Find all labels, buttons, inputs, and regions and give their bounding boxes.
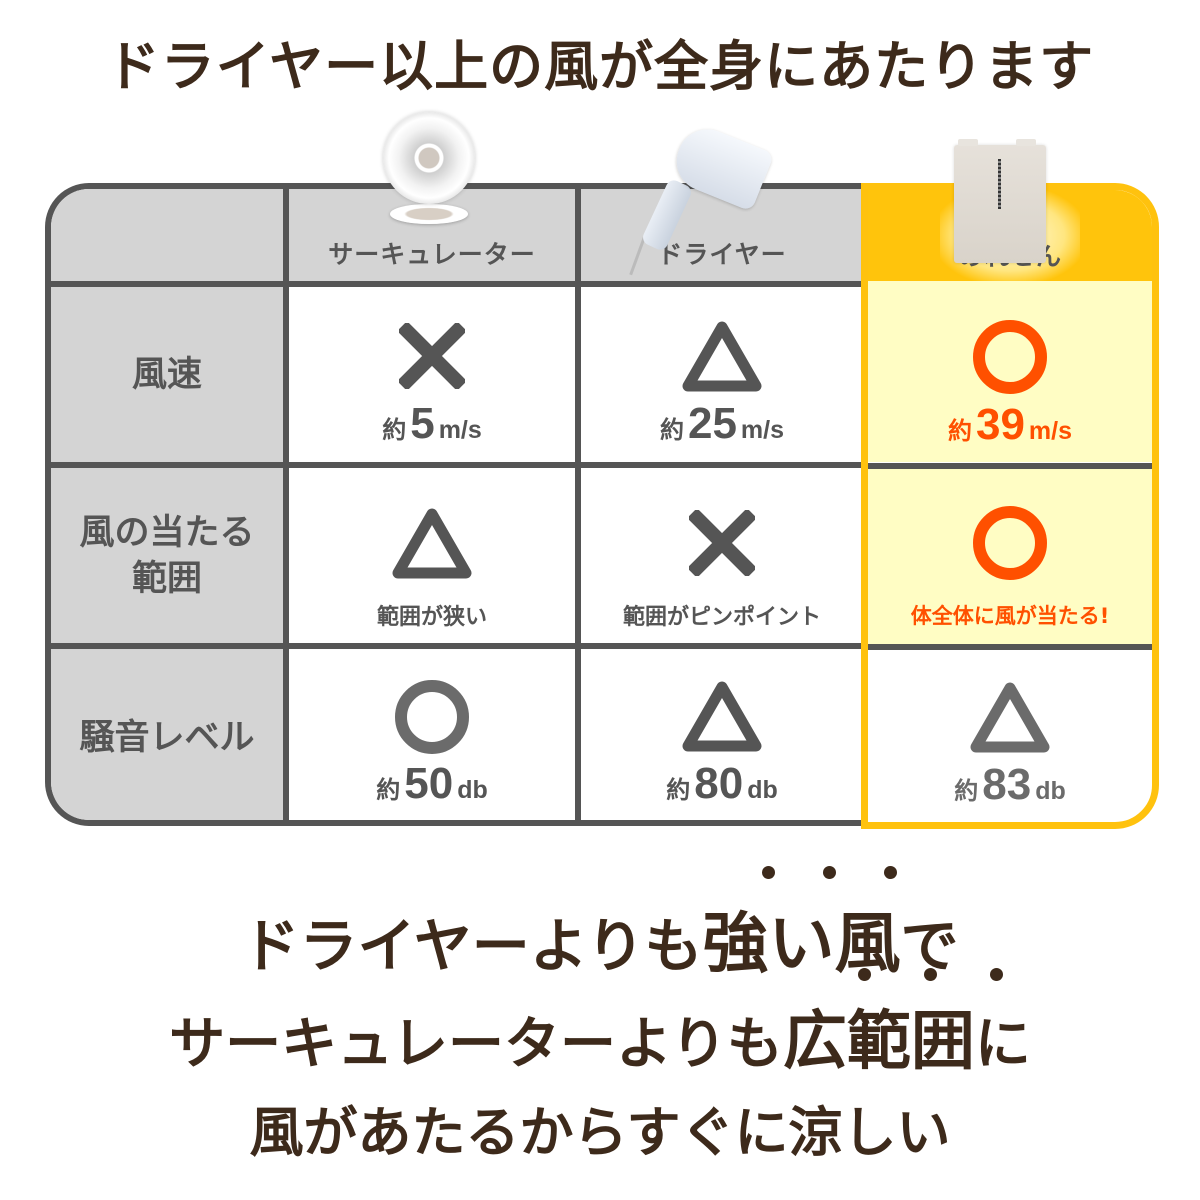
triangle-mark-icon xyxy=(392,508,472,579)
page-title: ドライヤー以上の風が全身にあたります xyxy=(105,35,1095,98)
grid-line xyxy=(868,644,1152,650)
column-label: ドライヤー xyxy=(657,240,787,269)
column-label: サーキュレーター xyxy=(328,240,536,269)
grid-line xyxy=(51,462,863,468)
grid-line xyxy=(51,281,863,287)
column-header-circulator: サーキュレーター xyxy=(289,189,575,281)
row-label-noise: 騒音レベル xyxy=(79,717,255,758)
grid-line xyxy=(283,189,289,820)
circle-mark-icon xyxy=(395,680,469,754)
circle-mark-icon xyxy=(973,320,1047,394)
row-label-wind-speed: 風速 xyxy=(131,354,202,395)
grid-line xyxy=(575,189,581,820)
cell-dryer-coverage: 範囲がピンポイント xyxy=(581,468,863,643)
tagline-line-1: ドライヤーよりも強い風で xyxy=(241,905,959,982)
column-header-dryer: ドライヤー xyxy=(581,189,863,281)
row-label-coverage: 風の当たる 範囲 xyxy=(79,512,255,599)
note-text: 体全体に風が当たる! xyxy=(910,604,1110,628)
cross-mark-icon xyxy=(399,323,465,389)
cell-nolesen-coverage: 体全体に風が当たる! xyxy=(868,469,1152,644)
note-text: 範囲がピンポイント xyxy=(622,605,821,630)
header-row xyxy=(51,189,863,281)
tagline-line-2: サーキュレーターよりも広範囲に xyxy=(169,1005,1031,1079)
grid-line xyxy=(51,643,863,649)
cell-circulator-coverage: 範囲が狭い xyxy=(289,468,575,643)
note-text: 範囲が狭い xyxy=(376,605,487,630)
grid-line xyxy=(868,463,1152,469)
row-label-column xyxy=(51,281,283,820)
circle-mark-icon xyxy=(973,506,1047,580)
triangle-mark-icon xyxy=(682,321,762,392)
nolesen-device-image xyxy=(954,139,1046,263)
cross-mark-icon xyxy=(689,510,755,576)
triangle-mark-icon xyxy=(682,681,762,752)
triangle-mark-icon xyxy=(970,682,1050,753)
tagline-line-3: 風があたるからすぐに涼しい xyxy=(249,1101,951,1164)
